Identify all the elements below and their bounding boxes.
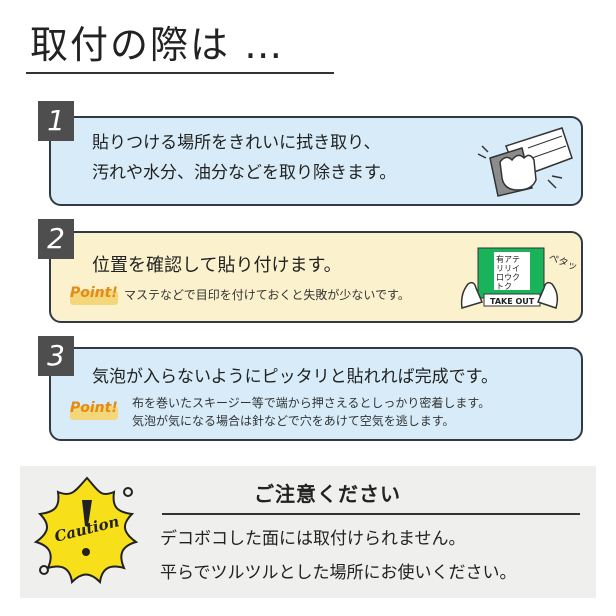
- svg-text:トク: トク: [496, 282, 512, 291]
- svg-text:TAKE OUT: TAKE OUT: [490, 297, 535, 306]
- step-3-number: 3: [38, 336, 74, 376]
- take-out-bag-icon: 有アテ リリイ 口ウク トク TAKE OUT ペタッ: [460, 247, 578, 309]
- step-2-point-label: Point!: [70, 285, 118, 301]
- step-1-line-2: 汚れや水分、油分などを取り除きます。: [92, 163, 397, 183]
- title-underline: [26, 72, 334, 74]
- step-2-number: 2: [38, 219, 74, 259]
- svg-text:リリイ: リリイ: [496, 264, 520, 273]
- wipe-hand-icon: [477, 127, 573, 197]
- caution-underline: [162, 513, 580, 515]
- caution-line-2: 平らでツルツルとした場所にお使いください。: [160, 563, 517, 583]
- step-1-number: 1: [38, 101, 74, 141]
- caution-badge-icon: Caution: [33, 476, 139, 585]
- svg-text:ペタッ: ペタッ: [547, 252, 578, 274]
- step-3-point-label: Point!: [70, 400, 118, 416]
- step-3-panel: [49, 347, 583, 441]
- svg-text:有アテ: 有アテ: [496, 254, 520, 264]
- svg-text:口ウク: 口ウク: [496, 273, 520, 282]
- point-highlight: [70, 406, 118, 420]
- step-3-point-line-1: 布を巻いたスキージー等で端から押さえるとしっかり密着します。: [132, 396, 491, 410]
- page-title: 取付の際は …: [30, 23, 285, 67]
- step-1-line-1: 貼りつける場所をきれいに拭き取り、: [92, 133, 381, 153]
- step-2-point-text: マステなどで目印を付けておくと失敗が少ないです。: [124, 288, 410, 302]
- step-3-point-line-2: 気泡が気になる場合は針などで穴をあけて空気を逃します。: [132, 414, 455, 428]
- step-3-main-text: 気泡が入らないようにピッタリと貼れれば完成です。: [92, 367, 498, 387]
- step-2-main-text: 位置を確認して貼り付けます。: [92, 255, 342, 276]
- caution-heading: ご注意ください: [254, 482, 401, 506]
- caution-line-1: デコボコした面には取付けられません。: [160, 529, 466, 549]
- point-highlight: [70, 291, 118, 305]
